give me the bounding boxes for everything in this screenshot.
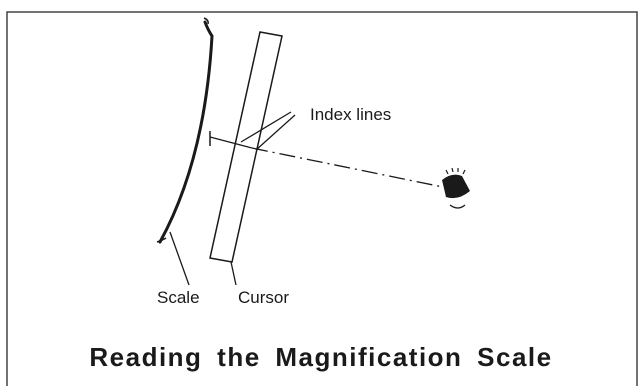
figure-caption: Reading the Magnification Scale	[89, 342, 553, 372]
sight-line	[251, 147, 444, 188]
cursor-label-leader	[230, 261, 237, 286]
scale-label: Scale	[157, 288, 200, 307]
eye-shape	[442, 174, 470, 199]
eyelashes	[445, 167, 466, 175]
index-line-leader-lower	[255, 114, 296, 151]
scale-top-break-mark	[203, 17, 209, 25]
scale-arc	[158, 20, 214, 244]
index-lines-label: Index lines	[310, 105, 391, 124]
sight-line-segment-cursor	[209, 136, 253, 149]
frame-border	[6, 11, 638, 386]
index-line-leader-upper	[240, 111, 292, 143]
lower-lid-line	[449, 204, 466, 209]
scale-label-leader	[169, 231, 190, 286]
cursor-label: Cursor	[238, 288, 289, 307]
scale-bottom-break-mark	[156, 237, 167, 243]
eye-icon	[442, 167, 470, 209]
scale	[156, 17, 214, 244]
